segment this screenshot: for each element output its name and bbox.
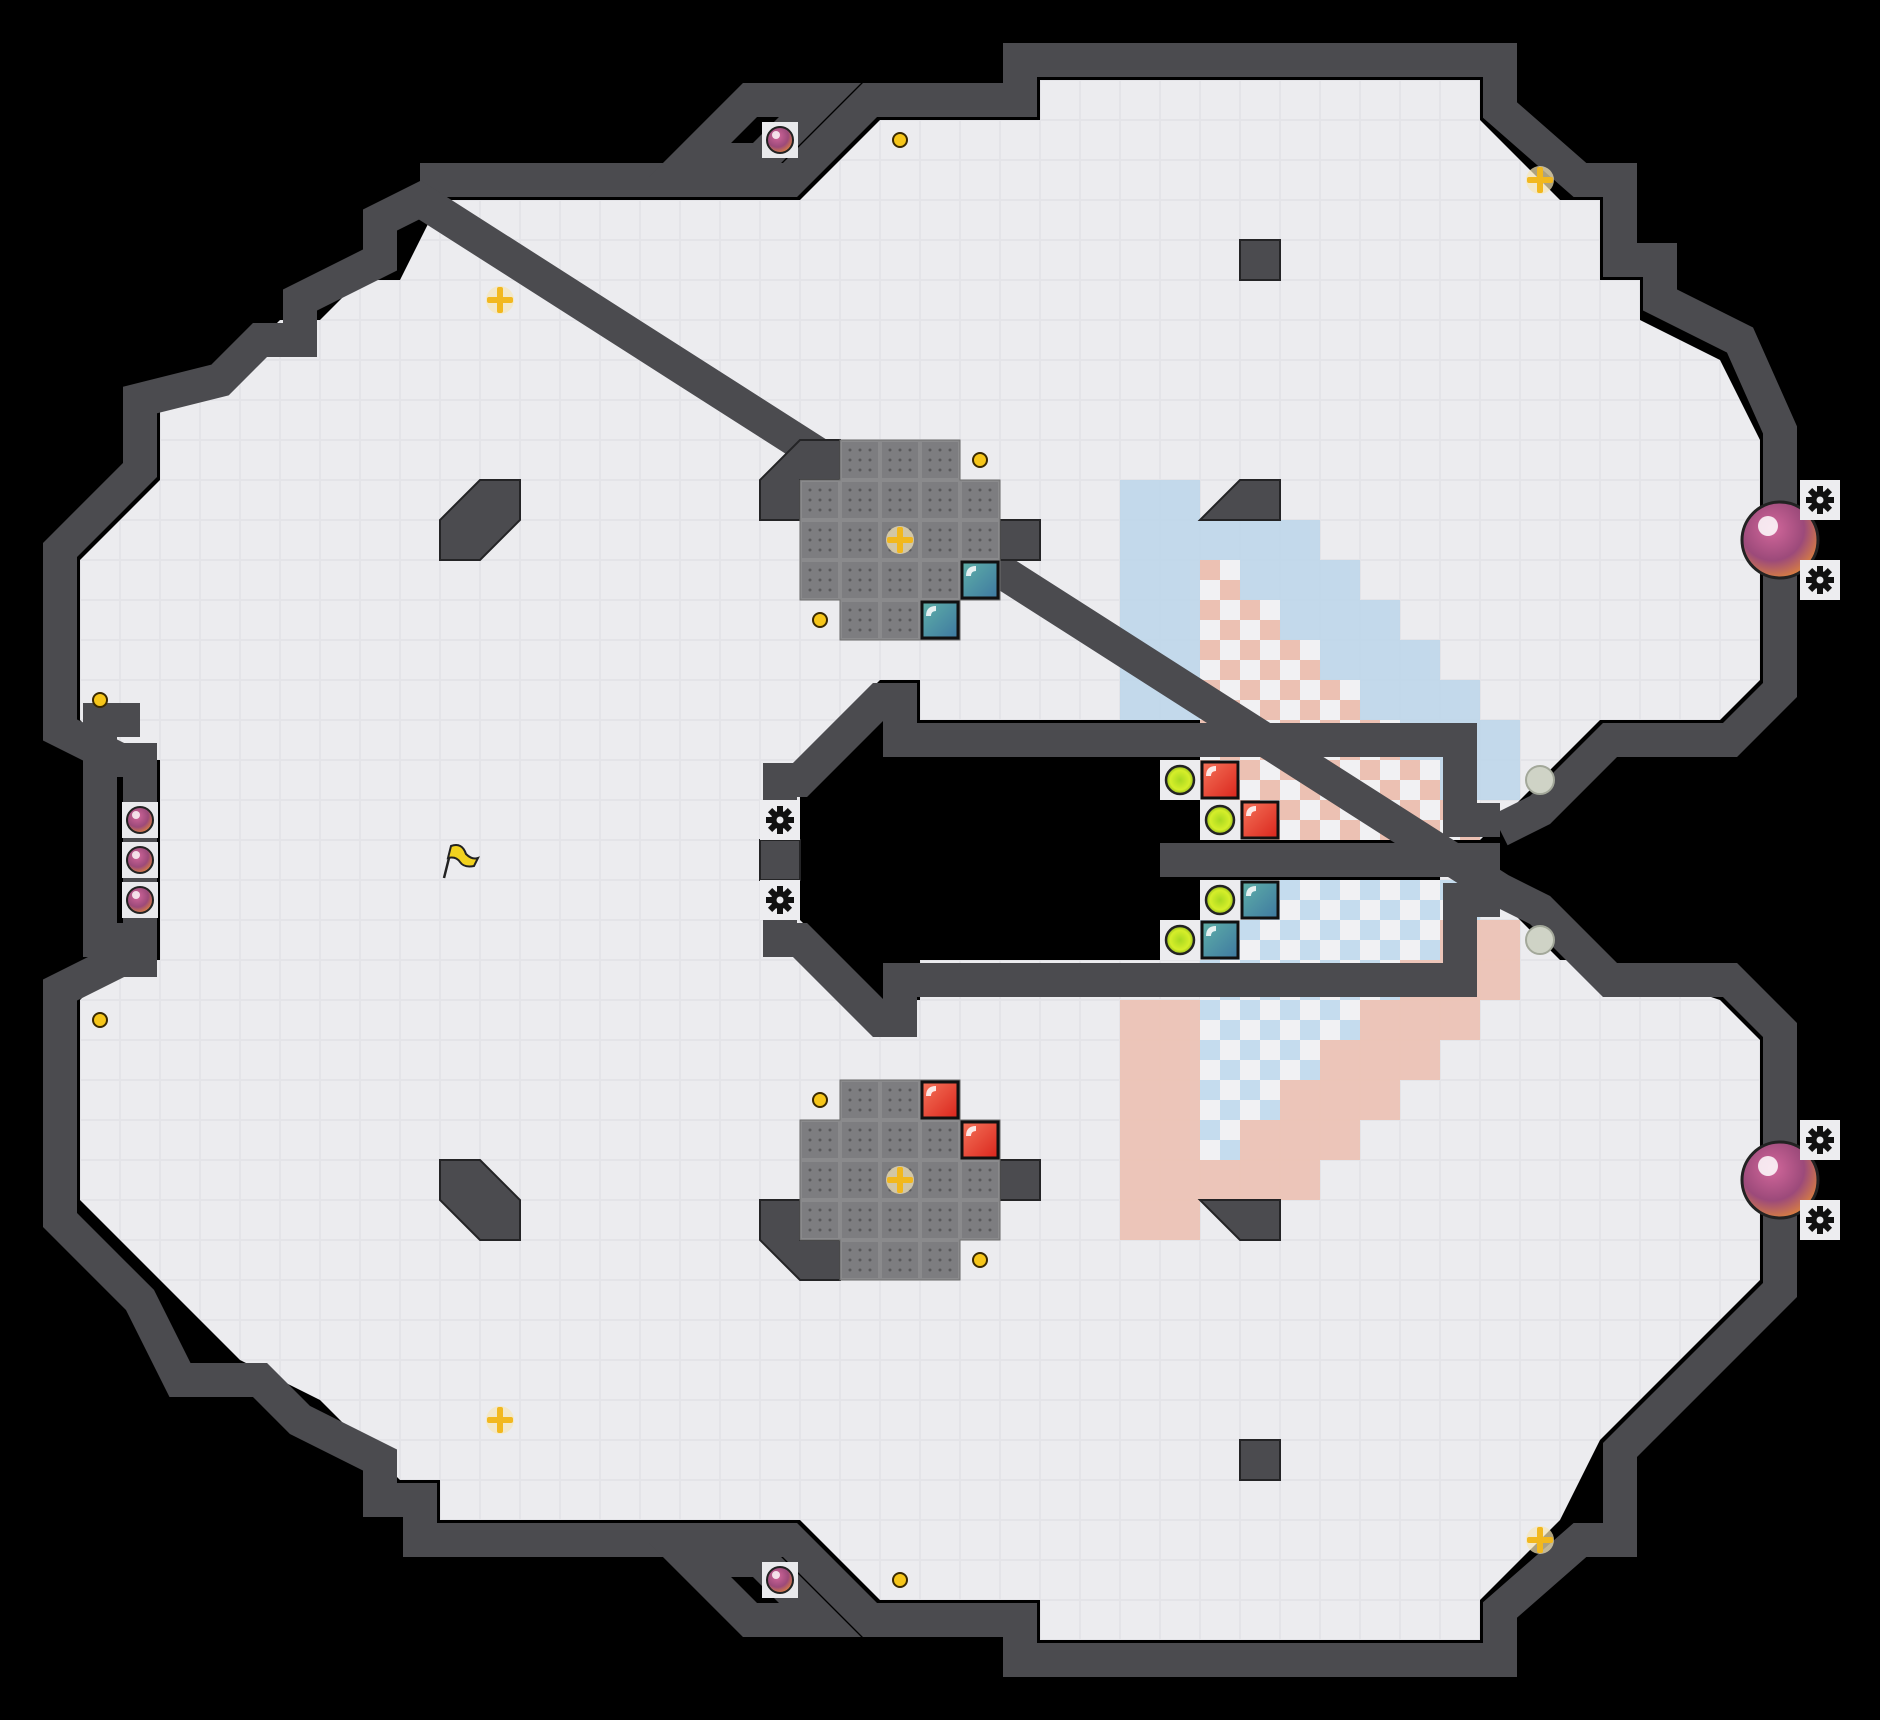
square-block-bottom (1239, 1439, 1281, 1481)
gear-icon (1800, 560, 1840, 600)
red-tile-icon[interactable] (920, 1080, 960, 1120)
blue-checker-zone-bottom (1200, 880, 1480, 1160)
floor-layer (80, 80, 1760, 1640)
diagonal-block-top (439, 479, 521, 561)
grey-button-icon[interactable] (1525, 925, 1555, 955)
purple-orb-icon[interactable] (122, 802, 158, 838)
outer-wall (420, 43, 1797, 846)
yellow-flag-icon[interactable] (442, 844, 480, 879)
notch-block (759, 839, 801, 881)
red-tile-icon[interactable] (1200, 760, 1240, 800)
inner-wall-bottom (763, 880, 1500, 1037)
lime-button-icon[interactable] (1200, 880, 1240, 920)
gear-icon (760, 800, 800, 840)
entities-layer (92, 122, 1840, 1598)
grate-side-block-top (999, 519, 1041, 561)
pocket-wall-bottom (648, 1543, 862, 1637)
diagonal-block-bottom (439, 1159, 521, 1241)
yellow-cross-icon (486, 286, 514, 314)
red-tile-icon[interactable] (960, 1120, 1000, 1160)
walls-layer (43, 43, 1797, 1677)
yellow-dot-icon[interactable] (812, 1092, 828, 1108)
gear-icon (760, 880, 800, 920)
large-orb-icon[interactable] (1740, 500, 1820, 580)
yellow-cross-icon (886, 1166, 914, 1194)
yellow-cross-icon (1526, 166, 1554, 194)
purple-orb-icon[interactable] (122, 842, 158, 878)
gear-icon (1800, 480, 1840, 520)
purple-orb-icon[interactable] (762, 1562, 798, 1598)
yellow-dot-icon[interactable] (972, 1252, 988, 1268)
gear-icon (1800, 1120, 1840, 1160)
grey-button-icon[interactable] (1525, 765, 1555, 795)
red-tile-icon[interactable] (1240, 800, 1280, 840)
square-block-top (1239, 239, 1281, 281)
wedge-block-top (1197, 479, 1281, 521)
yellow-dot-icon[interactable] (892, 1572, 908, 1588)
gear-icon (1800, 1200, 1840, 1240)
yellow-dot-icon[interactable] (972, 452, 988, 468)
blue-tile-icon[interactable] (1200, 920, 1240, 960)
outer-wall-lower (43, 180, 1797, 1677)
lime-button-icon[interactable] (1160, 920, 1200, 960)
large-orb-icon[interactable] (1740, 1140, 1820, 1220)
pocket-wall-top (648, 83, 862, 177)
purple-orb-icon[interactable] (762, 122, 798, 158)
left-pocket-wall (83, 703, 140, 957)
yellow-dot-icon[interactable] (92, 1012, 108, 1028)
blue-tile-icon[interactable] (960, 560, 1000, 600)
lime-button-icon[interactable] (1200, 800, 1240, 840)
yellow-dot-icon[interactable] (892, 132, 908, 148)
blue-tile-icon[interactable] (920, 600, 960, 640)
yellow-dot-icon[interactable] (812, 612, 828, 628)
red-checker-zone-top (1200, 560, 1480, 840)
yellow-cross-icon (886, 526, 914, 554)
yellow-dot-icon[interactable] (92, 692, 108, 708)
wedge-block-bottom (1197, 1199, 1281, 1241)
blue-tile-icon[interactable] (1240, 880, 1280, 920)
grate-side-block-bottom (999, 1159, 1041, 1201)
purple-orb-icon[interactable] (122, 882, 158, 918)
lime-button-icon[interactable] (1160, 760, 1200, 800)
inner-wall-top (763, 683, 1500, 840)
yellow-cross-icon (1526, 1526, 1554, 1554)
yellow-cross-icon (486, 1406, 514, 1434)
arena-floor (80, 80, 1760, 1640)
